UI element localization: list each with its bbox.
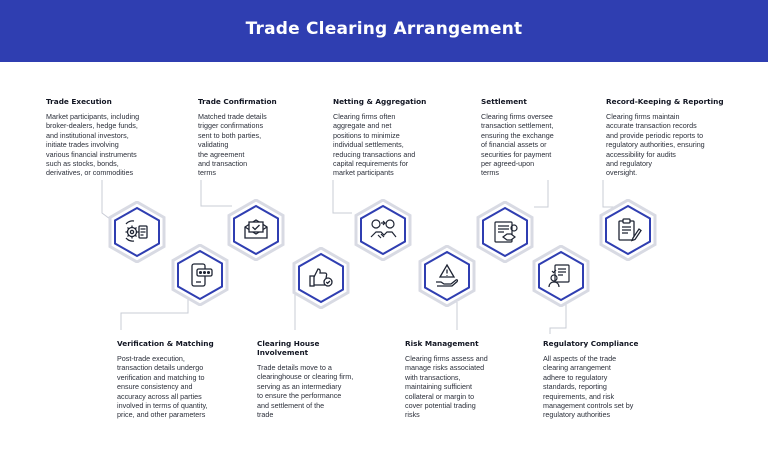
- gear-checklist-icon: [125, 220, 148, 242]
- step-description: Clearing firms often aggregate and net p…: [333, 112, 416, 178]
- envelope-check-icon: [244, 219, 268, 239]
- step-title: Verification & Matching: [117, 339, 214, 348]
- step-record-keeping: Record-Keeping & Reporting Clearing firm…: [606, 97, 756, 178]
- step-title: Record-Keeping & Reporting: [606, 97, 724, 106]
- hex-record-keeping: [599, 199, 657, 261]
- hex-trade-confirmation: [227, 199, 285, 261]
- step-description: Market participants, including broker-de…: [46, 112, 140, 178]
- clipboard-pen-icon: [618, 218, 642, 242]
- hex-verification-matching: [171, 244, 229, 306]
- step-description: Clearing firms oversee transaction settl…: [481, 112, 554, 178]
- step-description: Matched trade details trigger confirmati…: [198, 112, 267, 178]
- page-header: Trade Clearing Arrangement: [0, 0, 768, 62]
- step-risk-management: Risk Management Clearing firms assess an…: [405, 339, 530, 420]
- hex-risk-management: [418, 245, 476, 307]
- step-title: Trade Confirmation: [198, 97, 277, 106]
- step-settlement: Settlement Clearing firms oversee transa…: [481, 97, 591, 178]
- step-title: Clearing House Involvement: [257, 339, 320, 357]
- exchange-handshake-icon: [370, 219, 397, 239]
- compliance-document-icon: [548, 264, 570, 288]
- step-title: Settlement: [481, 97, 527, 106]
- thumbs-up-check-icon: [309, 268, 333, 287]
- step-description: All aspects of the trade clearing arrang…: [543, 354, 634, 420]
- step-trade-confirmation: Trade Confirmation Matched trade details…: [198, 97, 318, 178]
- hand-warning-icon: [436, 263, 459, 287]
- mobile-password-icon: [191, 263, 213, 287]
- hex-netting-aggregation: [354, 199, 412, 261]
- contract-handshake-icon: [494, 221, 518, 243]
- step-title: Regulatory Compliance: [543, 339, 639, 348]
- page-title: Trade Clearing Arrangement: [245, 19, 523, 39]
- step-title: Trade Execution: [46, 97, 112, 106]
- step-description: Trade details move to a clearinghouse or…: [257, 363, 354, 420]
- step-description: Clearing firms assess and manage risks a…: [405, 354, 488, 420]
- step-clearing-house: Clearing House Involvement Trade details…: [257, 339, 387, 419]
- hex-clearing-house: [292, 247, 350, 309]
- step-description: Post-trade execution, transaction detail…: [117, 354, 208, 420]
- step-verification-matching: Verification & Matching Post-trade execu…: [117, 339, 247, 420]
- step-title: Risk Management: [405, 339, 479, 348]
- step-netting-aggregation: Netting & Aggregation Clearing firms oft…: [333, 97, 453, 178]
- step-description: Clearing firms maintain accurate transac…: [606, 112, 705, 178]
- step-trade-execution: Trade Execution Market participants, inc…: [46, 97, 196, 178]
- hex-settlement: [476, 201, 534, 263]
- hex-trade-execution: [108, 201, 166, 263]
- step-title: Netting & Aggregation: [333, 97, 427, 106]
- step-regulatory-compliance: Regulatory Compliance All aspects of the…: [543, 339, 693, 420]
- hex-regulatory-compliance: [532, 245, 590, 307]
